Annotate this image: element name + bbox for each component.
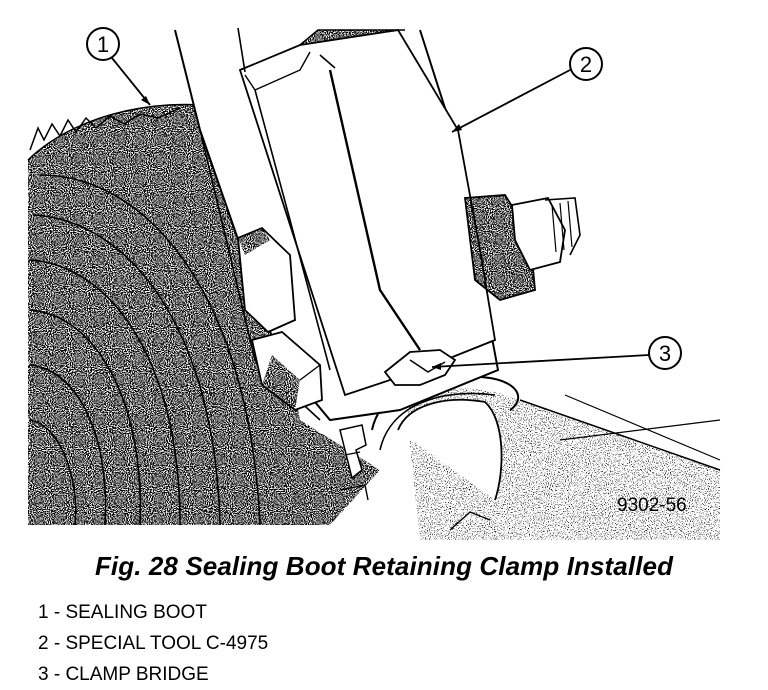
callout-1-number: 1 [97, 32, 109, 57]
callout-3-leader [431, 354, 650, 368]
legend-list: 1 - SEALING BOOT 2 - SPECIAL TOOL C-4975… [38, 597, 268, 690]
callout-3-circle [648, 336, 682, 370]
callout-2-leader [451, 69, 571, 133]
legend-item-1: 1 - SEALING BOOT [38, 602, 207, 623]
special-tool-drawing [174, 27, 500, 422]
sealing-boot-drawing [27, 103, 380, 525]
left-nut-drawing [237, 226, 323, 412]
legend-item-2: 2 - SPECIAL TOOL C-4975 [38, 633, 269, 654]
callout-1: 1 [86, 27, 151, 106]
legend-item-3: 3 - CLAMP BRIDGE [38, 664, 209, 685]
callout-3: 3 [431, 336, 682, 370]
callout-2: 2 [451, 47, 603, 133]
callout-3-number: 3 [659, 341, 671, 366]
figure-code: 9302-56 [617, 495, 687, 516]
figure-caption: Fig. 28 Sealing Boot Retaining Clamp Ins… [94, 551, 674, 581]
callout-1-leader [111, 57, 151, 106]
diagram-illustration: 1 2 3 9302-56 [27, 27, 721, 540]
adjusting-nut-drawing [463, 194, 581, 301]
callout-1-circle [86, 27, 120, 61]
callout-2-number: 2 [580, 52, 592, 77]
callout-2-circle [569, 47, 603, 81]
